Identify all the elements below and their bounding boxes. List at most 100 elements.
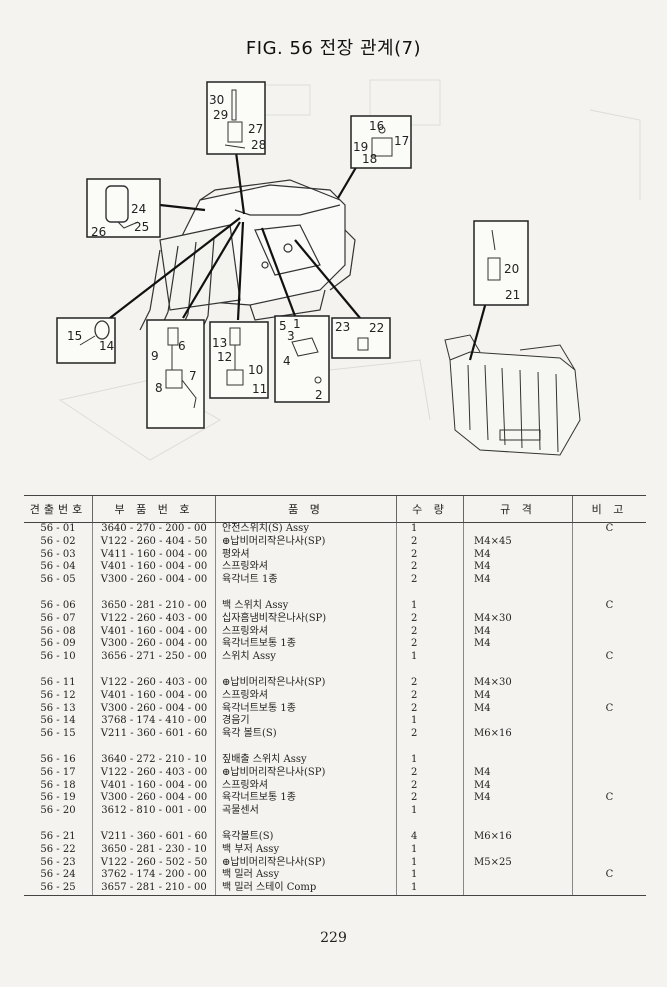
- cell-ref-no: 56 - 25: [24, 882, 93, 896]
- group-spacer: [24, 740, 646, 754]
- cell-ref-no: 56 - 20: [40, 805, 76, 817]
- cell-remark: [572, 753, 646, 767]
- combine-harvester-view-2: [444, 334, 581, 456]
- svg-text:13: 13: [212, 336, 227, 350]
- cell-part-no: V411 - 160 - 004 - 00: [92, 548, 216, 562]
- cell-remark: C: [572, 599, 646, 613]
- cell-ref-no: 56 - 14: [40, 715, 76, 727]
- cell-quantity: 2: [396, 561, 464, 575]
- cell-ref-no: 56 - 03: [40, 548, 76, 560]
- svg-text:27: 27: [248, 122, 263, 136]
- callout-box-back-switch: 6 9 7 8: [146, 319, 205, 429]
- cell-spec: [463, 882, 573, 896]
- cell-part-no: V122 - 260 - 404 - 50: [92, 535, 216, 549]
- cell-part-no: V211 - 360 - 601 - 60: [92, 728, 216, 741]
- cell-spec: M4: [463, 574, 573, 587]
- cell-part-no: V300 - 260 - 004 - 00: [92, 702, 216, 716]
- cell-spec: [463, 753, 573, 767]
- cell-part-no: V211 - 360 - 601 - 60: [92, 830, 216, 844]
- cell-spec: M4: [463, 702, 573, 716]
- svg-text:15: 15: [67, 329, 82, 343]
- cell-part-no: V401 - 160 - 004 - 00: [92, 689, 216, 703]
- svg-text:2: 2: [315, 388, 323, 402]
- svg-text:4: 4: [283, 354, 291, 368]
- cell-remark: [572, 638, 646, 652]
- cell-remark: C: [572, 869, 646, 883]
- cell-quantity: 1: [396, 882, 464, 896]
- cell-part-name: 육각볼트(S): [215, 830, 397, 844]
- figure-title: FIG. 56 전장 관계(7): [245, 38, 422, 59]
- cell-quantity: 1: [396, 753, 464, 767]
- cell-part-name: 백 밀러 Assy: [215, 869, 397, 883]
- cell-quantity: 1: [396, 843, 464, 857]
- cell-quantity: 2: [396, 638, 464, 652]
- cell-part-name: ⊕납비머리작은나사(SP): [215, 856, 397, 870]
- cell-part-name: 평와셔: [215, 548, 397, 562]
- cell-remark: [572, 882, 646, 896]
- cell-part-name: ⊕납비머리작은나사(SP): [215, 676, 397, 690]
- svg-text:8: 8: [155, 381, 163, 395]
- cell-ref-no: 56 - 09: [40, 638, 76, 650]
- cell-remark: [572, 625, 646, 639]
- callout-box-grain-sensor: 20 21: [473, 220, 529, 306]
- cell-remark: [572, 856, 646, 870]
- cell-part-name: 백 스위치 Assy: [215, 599, 397, 613]
- cell-part-name: 육각 볼트(S): [215, 728, 397, 741]
- cell-part-name: 육각너트보통 1종: [215, 792, 397, 806]
- cell-part-no: V122 - 260 - 403 - 00: [92, 766, 216, 780]
- cell-quantity: 1: [396, 651, 464, 664]
- cell-spec: M4: [463, 561, 573, 575]
- cell-remark: [572, 548, 646, 562]
- cell-part-name: 스프링와셔: [215, 561, 397, 575]
- svg-text:25: 25: [134, 220, 149, 234]
- cell-ref-no: 56 - 18: [40, 779, 76, 791]
- cell-ref-no: 56 - 12: [40, 689, 76, 701]
- cell-remark: [572, 574, 646, 587]
- svg-text:7: 7: [189, 369, 197, 383]
- col-header-part-name: 품 명: [215, 495, 397, 523]
- cell-quantity: 2: [396, 728, 464, 741]
- cell-spec: [463, 599, 573, 613]
- cell-part-name: 안전스위치(S) Assy: [215, 522, 397, 536]
- cell-part-no: V122 - 260 - 403 - 00: [92, 676, 216, 690]
- cell-ref-no: 56 - 05: [40, 574, 76, 586]
- cell-part-name: 스프링와셔: [215, 779, 397, 793]
- svg-text:26: 26: [91, 225, 106, 239]
- cell-part-name: 스프링와셔: [215, 689, 397, 703]
- svg-text:9: 9: [151, 349, 159, 363]
- cell-part-no: V300 - 260 - 004 - 00: [92, 792, 216, 806]
- cell-quantity: 2: [396, 766, 464, 780]
- cell-ref-no: 56 - 15: [40, 728, 76, 740]
- cell-ref-no: 56 - 23: [40, 856, 76, 868]
- cell-spec: [463, 843, 573, 857]
- cell-quantity: 1: [396, 715, 464, 729]
- cell-spec: M4: [463, 792, 573, 806]
- cell-remark: [572, 766, 646, 780]
- group-spacer: [24, 663, 646, 677]
- cell-part-name: 경음기: [215, 715, 397, 729]
- group-spacer: [24, 586, 646, 600]
- cell-part-no: 3640 - 272 - 210 - 10: [92, 753, 216, 767]
- cell-spec: [463, 715, 573, 729]
- cell-remark: C: [572, 651, 646, 664]
- group-spacer: [24, 817, 646, 831]
- cell-spec: M5×25: [463, 856, 573, 870]
- col-header-ref-no: 견출번호: [24, 495, 93, 523]
- cell-ref-no: 56 - 01: [40, 523, 76, 534]
- cell-quantity: 1: [396, 856, 464, 870]
- cell-spec: [463, 522, 573, 536]
- cell-spec: M4×30: [463, 676, 573, 690]
- cell-ref-no: 56 - 06: [40, 599, 76, 611]
